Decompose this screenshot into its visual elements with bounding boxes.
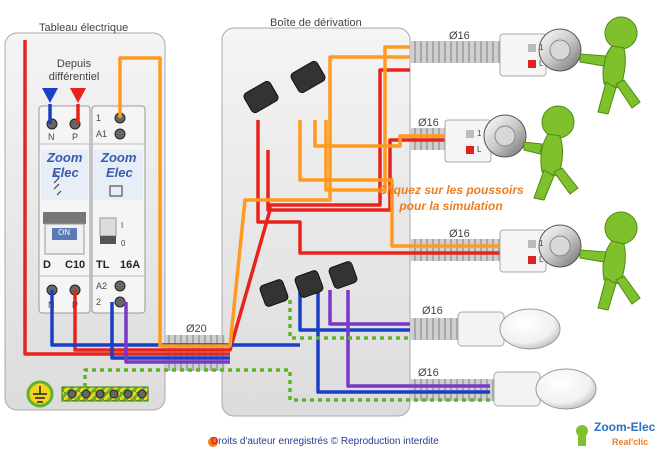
pushbutton-3[interactable] [499,224,582,273]
conduit-label-4: Ø16 [422,305,443,317]
lamp-2 [493,368,597,410]
pb2-lamp: L [477,145,482,154]
copyright-first-letter: D [211,436,219,447]
copyright-text: roits d'auteur enregistrés © Reproductio… [218,436,439,447]
breaker-pole: D [43,259,51,271]
relay-scale-1: I [121,221,124,230]
source-note: Depuis différentiel [48,58,100,83]
zoom-elec-logo-icon [576,425,588,446]
main-conduit-label: Ø20 [186,323,207,335]
terminal-screws [46,112,126,308]
relay-scale-0: 0 [121,239,126,248]
figure-2 [523,105,579,201]
breaker-brand-2: Elec [52,165,79,180]
relay-type: TL [96,259,110,271]
pb2-terminal: 1 [477,129,482,138]
panel-title: Tableau électrique [39,22,129,34]
conduit-button-1 [410,41,500,63]
relay-terminal-a1: A1 [96,129,108,139]
conduit-label-2: Ø16 [418,117,439,129]
relay-tl-16a [91,105,146,314]
pb3-lamp: L [539,255,544,264]
phase-arrow-icon [70,88,86,103]
breaker-rating: C10 [65,259,86,271]
neutral-arrow-icon [42,88,58,103]
wires [23,40,500,402]
figure-1 [579,16,641,115]
breaker-terminal-p-bottom: P [72,300,79,310]
lamp-1 [457,308,561,350]
relay-terminal-2: 2 [96,297,102,307]
instruction-line-1: Cliquez sur les poussoirs [378,183,524,197]
pushbutton-1[interactable] [499,28,582,77]
copyright-bullet-icon [208,437,218,447]
breaker-on-label: ON [58,228,70,237]
figure-3 [579,211,641,311]
instruction-line-2: pour la simulation [399,199,503,213]
breaker-terminal-p: P [72,132,79,142]
conduit-label-5: Ø16 [418,367,439,379]
conduit-button-3 [410,239,500,261]
wago-connectors [243,60,358,307]
conduit-label-1: Ø16 [449,30,470,42]
conduit-lamp-1 [410,318,460,340]
pushbutton-2[interactable] [444,114,527,163]
junction-box [221,27,411,417]
breaker-terminal-n-bottom: N [48,300,55,310]
conduit-label-3: Ø16 [449,228,470,240]
breaker-brand-1: Zoom [47,150,83,165]
pb3-terminal: 1 [539,239,544,248]
relay-brand-1: Zoom [101,150,137,165]
breaker-c10 [38,105,91,314]
pb1-lamp: L [539,59,544,68]
breaker-terminal-n: N [48,132,55,142]
instruction: Cliquez sur les poussoirs pour la simula… [368,182,534,214]
junction-box-title: Boîte de dérivation [270,17,362,29]
relay-terminal-a2: A2 [96,281,108,291]
logo-tagline: Real'clic [612,437,649,447]
relay-terminal-1: 1 [96,113,102,123]
pb1-terminal: 1 [539,43,544,52]
copyright: Droits d'auteur enregistrés © Reproducti… [211,436,439,447]
relay-brand-2: Elec [106,165,133,180]
conduit-lamp-2 [410,379,496,401]
relay-rating: 16A [120,259,141,271]
logo-name: Zoom-Elec [594,420,656,434]
